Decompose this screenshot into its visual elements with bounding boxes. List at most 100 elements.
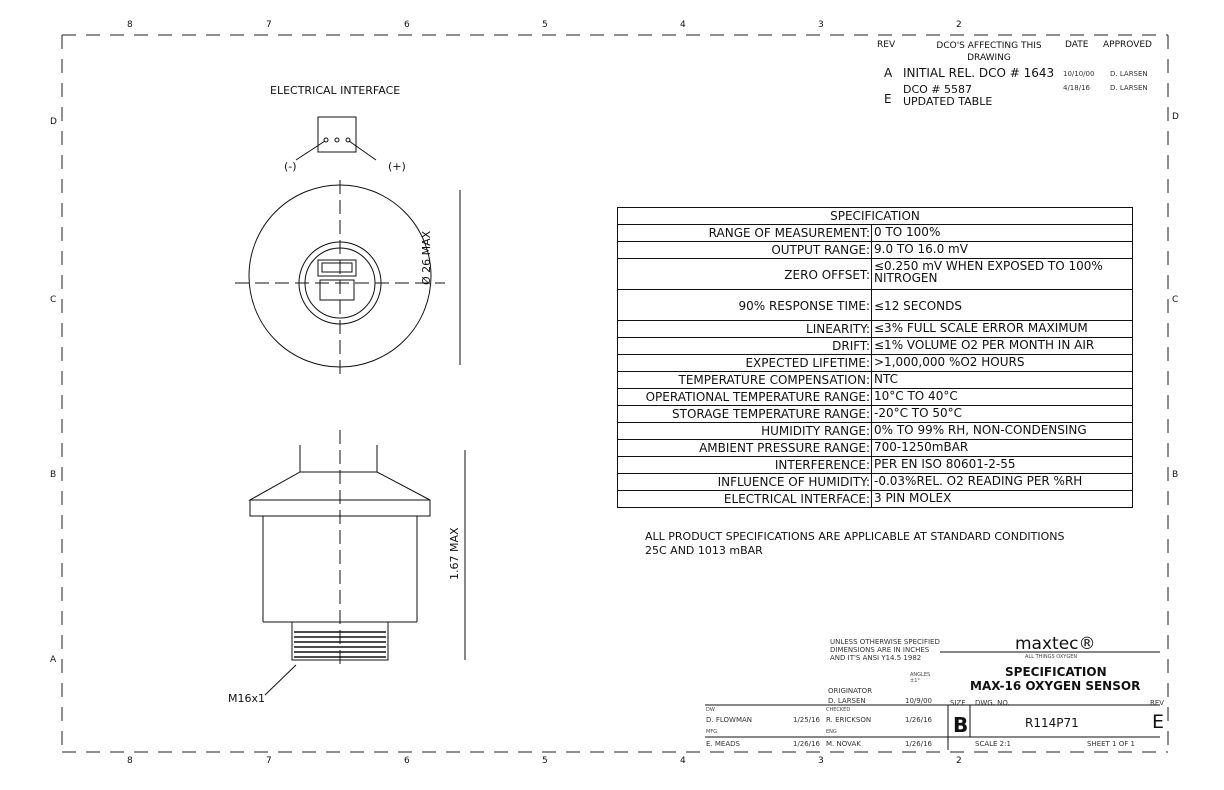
dwg-no-label: DWG. NO.: [975, 699, 1010, 707]
sheet-number: SHEET 1 OF 1: [1087, 740, 1135, 748]
mfg-date: 1/26/16: [793, 740, 820, 748]
spec-row: TEMPERATURE COMPENSATION:NTC: [618, 371, 1132, 388]
spec-row: RANGE OF MEASUREMENT:0 TO 100%: [618, 224, 1132, 241]
sensor-side-view: [248, 430, 466, 696]
zone-label: B: [50, 470, 57, 480]
mfg-label: MFG: [706, 729, 718, 735]
zone-label: 5: [542, 20, 548, 30]
tolerance-note: UNLESS OTHERWISE SPECIFIED: [830, 638, 940, 646]
rev-approver: D. LARSEN: [1110, 70, 1148, 78]
spec-label: 90% RESPONSE TIME:: [618, 290, 872, 320]
rev-date: 10/10/00: [1063, 70, 1095, 78]
zone-label: D: [1172, 112, 1179, 122]
spec-value: ≤12 SECONDS: [874, 298, 962, 313]
originator-date: 10/9/00: [905, 697, 932, 705]
spec-table-title: SPECIFICATION: [830, 209, 920, 223]
spec-label: OUTPUT RANGE:: [618, 242, 872, 258]
drawn-date: 1/25/16: [793, 716, 820, 724]
rev-date: 4/18/16: [1063, 84, 1090, 92]
description-header: DCO'S AFFECTING THIS DRAWING: [936, 41, 1042, 63]
company-tagline: ALL THINGS OXYGEN: [1025, 654, 1078, 660]
zone-label: 6: [404, 20, 410, 30]
spec-value: 0% TO 99% RH, NON-CONDENSING: [874, 423, 1087, 437]
rev-label: REV: [1150, 699, 1165, 707]
spec-value: -0.03%REL. O2 READING PER %RH: [874, 474, 1083, 488]
spec-label: ZERO OFFSET:: [618, 259, 872, 289]
spec-label: LINEARITY:: [618, 321, 872, 337]
spec-row: HUMIDITY RANGE:0% TO 99% RH, NON-CONDENS…: [618, 422, 1132, 439]
spec-label: RANGE OF MEASUREMENT:: [618, 225, 872, 241]
zone-label: 3: [818, 20, 824, 30]
dwg-no-value: R114P71: [1025, 716, 1079, 730]
drawing-subtitle: MAX-16 OXYGEN SENSOR: [970, 679, 1141, 693]
spec-value: 0 TO 100%: [874, 225, 941, 239]
zone-label: 7: [266, 20, 272, 30]
spec-label: OPERATIONAL TEMPERATURE RANGE:: [618, 389, 872, 405]
rev-approver: D. LARSEN: [1110, 84, 1148, 92]
size-label: SIZE: [950, 699, 966, 707]
zone-label: B: [1172, 470, 1179, 480]
company-logo: maxtec®: [1015, 634, 1096, 654]
height-dimension: 1.67 MAX: [448, 527, 461, 580]
zone-label: C: [1172, 295, 1179, 305]
zone-label: C: [50, 295, 57, 305]
angles-tolerance: ANGLES ±1°: [910, 672, 931, 684]
zone-label: 4: [680, 756, 686, 766]
eng-date: 1/26/16: [905, 740, 932, 748]
thread-dimension: M16x1: [228, 692, 265, 705]
zone-label: 5: [542, 756, 548, 766]
spec-label: INTERFERENCE:: [618, 457, 872, 473]
spec-label: TEMPERATURE COMPENSATION:: [618, 372, 872, 388]
rev-description: INITIAL REL. DCO # 1643: [903, 66, 1055, 80]
spec-label: DRIFT:: [618, 338, 872, 354]
positive-pin-label: (+): [388, 160, 406, 173]
spec-row: ZERO OFFSET:≤0.250 mV WHEN EXPOSED TO 10…: [618, 258, 1132, 289]
approved-header: APPROVED: [1103, 40, 1152, 50]
spec-row: STORAGE TEMPERATURE RANGE:-20°C TO 50°C: [618, 405, 1132, 422]
spec-value: NTC: [874, 372, 898, 386]
checked-name: R. ERICKSON: [826, 716, 872, 724]
spec-row: EXPECTED LIFETIME:>1,000,000 %O2 HOURS: [618, 354, 1132, 371]
spec-label: INFLUENCE OF HUMIDITY:: [618, 474, 872, 490]
zone-label: 8: [127, 20, 133, 30]
zone-label: D: [50, 117, 57, 127]
specification-table: SPECIFICATION RANGE OF MEASUREMENT:0 TO …: [617, 207, 1133, 508]
standard-conditions-note: ALL PRODUCT SPECIFICATIONS ARE APPLICABL…: [645, 530, 1065, 543]
zone-label: 3: [818, 756, 824, 766]
diameter-dimension: Ø 26 MAX: [420, 230, 433, 285]
spec-row: INFLUENCE OF HUMIDITY:-0.03%REL. O2 READ…: [618, 473, 1132, 490]
spec-value: ≤1% VOLUME O2 PER MONTH IN AIR: [874, 338, 1095, 352]
spec-label: EXPECTED LIFETIME:: [618, 355, 872, 371]
drawn-label: DW: [706, 707, 715, 713]
size-value: B: [953, 713, 969, 737]
spec-row: OUTPUT RANGE:9.0 TO 16.0 mV: [618, 241, 1132, 258]
spec-value: ≤0.250 mV WHEN EXPOSED TO 100% NITROGEN: [874, 259, 1103, 285]
spec-value: -20°C TO 50°C: [874, 406, 963, 420]
rev-letter: E: [884, 92, 892, 106]
tolerance-note: DIMENSIONS ARE IN INCHES: [830, 646, 930, 654]
electrical-interface-title: ELECTRICAL INTERFACE: [270, 84, 401, 97]
rev-header: REV: [877, 40, 896, 50]
checked-label: CHECKED: [826, 707, 851, 713]
originator-name: D. LARSEN: [828, 697, 866, 705]
eng-label: ENG: [826, 729, 837, 735]
spec-value: 700-1250mBAR: [874, 440, 969, 454]
zone-label: 6: [404, 756, 410, 766]
eng-name: M. NOVAK: [826, 740, 861, 748]
spec-row: ELECTRICAL INTERFACE:3 PIN MOLEX: [618, 490, 1132, 507]
scale: SCALE 2:1: [975, 740, 1011, 748]
spec-label: ELECTRICAL INTERFACE:: [618, 491, 872, 507]
spec-label: HUMIDITY RANGE:: [618, 423, 872, 439]
zone-label: 4: [680, 20, 686, 30]
zone-label: 2: [956, 756, 962, 766]
date-header: DATE: [1065, 40, 1089, 50]
connector-view: [295, 116, 377, 161]
spec-label: AMBIENT PRESSURE RANGE:: [618, 440, 872, 456]
zone-label: 2: [956, 20, 962, 30]
spec-row: OPERATIONAL TEMPERATURE RANGE:10°C TO 40…: [618, 388, 1132, 405]
spec-row: INTERFERENCE:PER EN ISO 80601-2-55: [618, 456, 1132, 473]
sensor-top-view: [235, 180, 461, 380]
spec-value: 9.0 TO 16.0 mV: [874, 242, 968, 256]
drawing-title: SPECIFICATION: [1005, 665, 1107, 679]
rev-description: DCO # 5587 UPDATED TABLE: [903, 83, 993, 108]
